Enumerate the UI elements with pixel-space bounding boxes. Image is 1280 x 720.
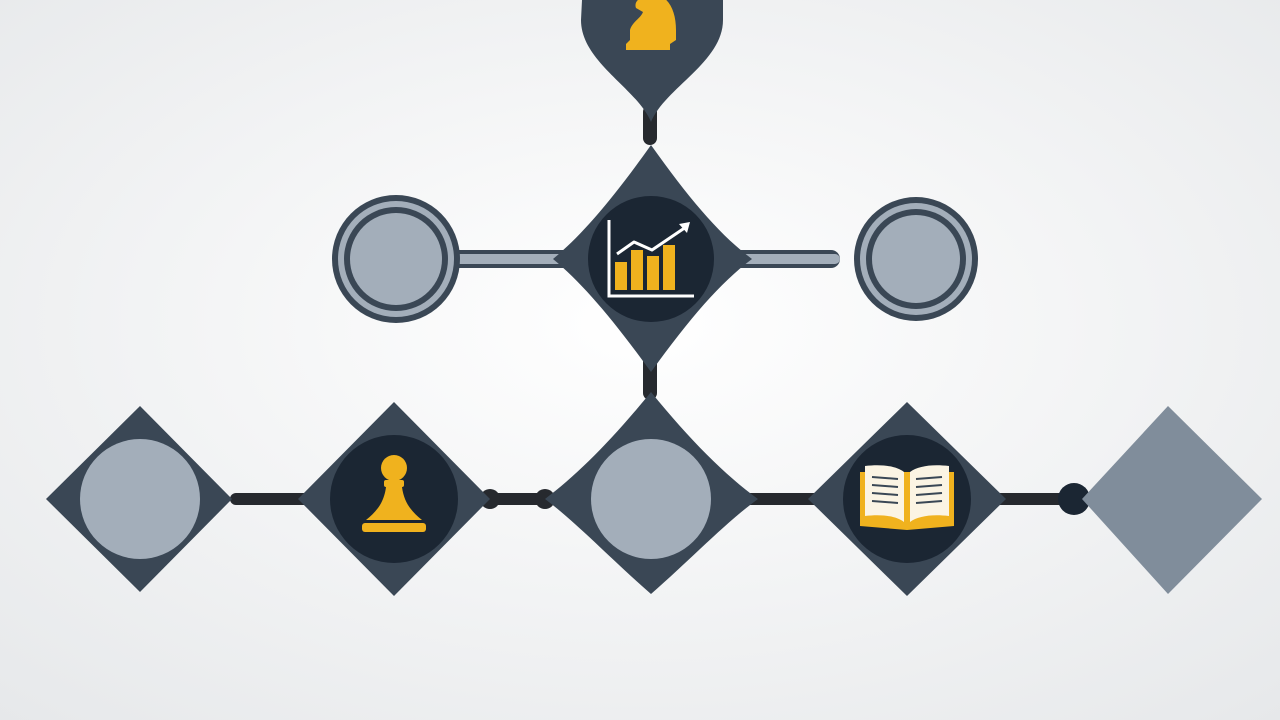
open-book-icon (860, 465, 954, 530)
growth-axes (607, 220, 694, 298)
growth-bar-3 (647, 256, 659, 290)
right-ring-placeholder (872, 215, 960, 303)
connector-end-dot (1058, 483, 1090, 515)
pawn-collar (384, 480, 404, 487)
top-knight-node (581, 0, 723, 122)
bottom-node-1-placeholder (80, 439, 200, 559)
knight-icon (626, 0, 676, 50)
book-line (871, 476, 899, 480)
growth-bar-2 (631, 250, 643, 290)
bottom-node-3-placeholder (591, 439, 711, 559)
book-line (871, 492, 899, 496)
left-ring-node (332, 195, 460, 323)
top-node-shape (581, 0, 723, 122)
growth-arrow-head (679, 222, 690, 233)
bottom-node-4 (808, 402, 1006, 596)
bottom-node-3 (545, 392, 758, 594)
pawn-body (366, 487, 422, 520)
book-line (871, 500, 899, 504)
book-text-lines (871, 476, 943, 504)
book-line (871, 484, 899, 488)
growth-chart-icon (607, 220, 694, 298)
bottom-node-5 (1082, 406, 1262, 594)
book-line (915, 484, 943, 488)
book-line (915, 492, 943, 496)
knight-icon-shape (626, 0, 676, 50)
center-growth-node (553, 145, 752, 372)
bottom-node-2 (298, 402, 490, 596)
growth-bar-1 (615, 262, 627, 290)
bottom-node-1 (46, 406, 232, 592)
left-ring-placeholder (350, 213, 442, 305)
bottom-node-5-diamond (1082, 406, 1262, 594)
book-line (915, 500, 943, 504)
growth-trend-line (616, 225, 687, 256)
book-line (915, 476, 943, 480)
pawn-head (381, 455, 407, 481)
pawn-icon (362, 455, 426, 532)
pawn-base (362, 523, 426, 532)
growth-bar-4 (663, 245, 675, 290)
right-ring-node (854, 197, 978, 321)
